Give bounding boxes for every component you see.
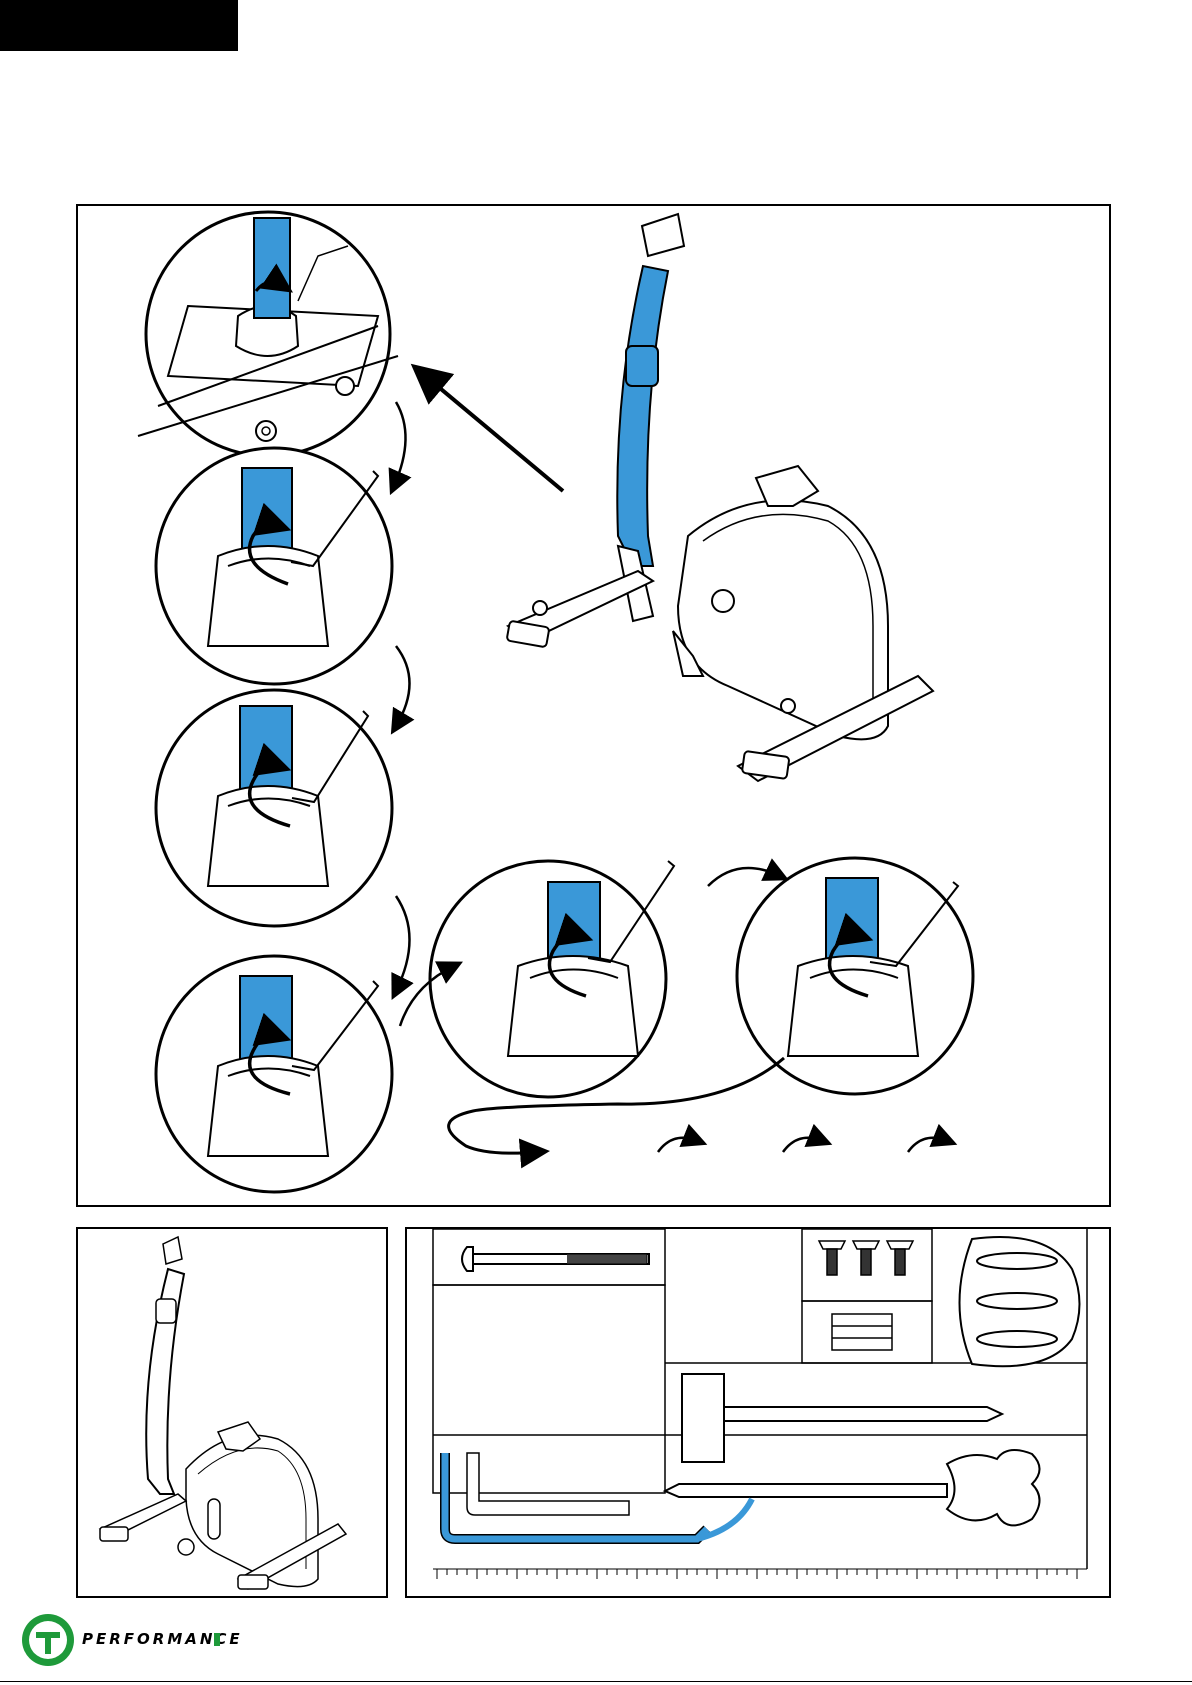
- brand-logo-icon: [20, 1612, 76, 1668]
- overview-panel: [76, 1227, 388, 1598]
- detail-circle-3: [156, 690, 392, 926]
- screwdriver-icon: [682, 1374, 1002, 1462]
- exercise-bike-drawing: [507, 214, 933, 781]
- detail-circle-5: [430, 861, 674, 1097]
- knob-icon: [960, 1237, 1080, 1366]
- ruler-scale: [433, 1569, 1087, 1579]
- header-black-tab: [0, 0, 238, 51]
- detail-circle-2: [156, 448, 392, 684]
- brand-accent-bar: [214, 1633, 220, 1646]
- hardware-drawing: [407, 1229, 1109, 1596]
- overview-bike-drawing: [78, 1229, 386, 1596]
- assembly-illustration: [78, 206, 1109, 1205]
- hardware-panel: [405, 1227, 1111, 1598]
- detail-circle-4: [156, 956, 392, 1192]
- detail-circle-6: [737, 858, 973, 1094]
- pointer-arrow: [423, 374, 563, 491]
- footer-rule: [0, 1681, 1192, 1682]
- assembly-panel: [76, 204, 1111, 1207]
- detail-circle-1: [138, 212, 398, 456]
- screw-icons: [819, 1241, 913, 1350]
- bolt-icon: [462, 1247, 649, 1271]
